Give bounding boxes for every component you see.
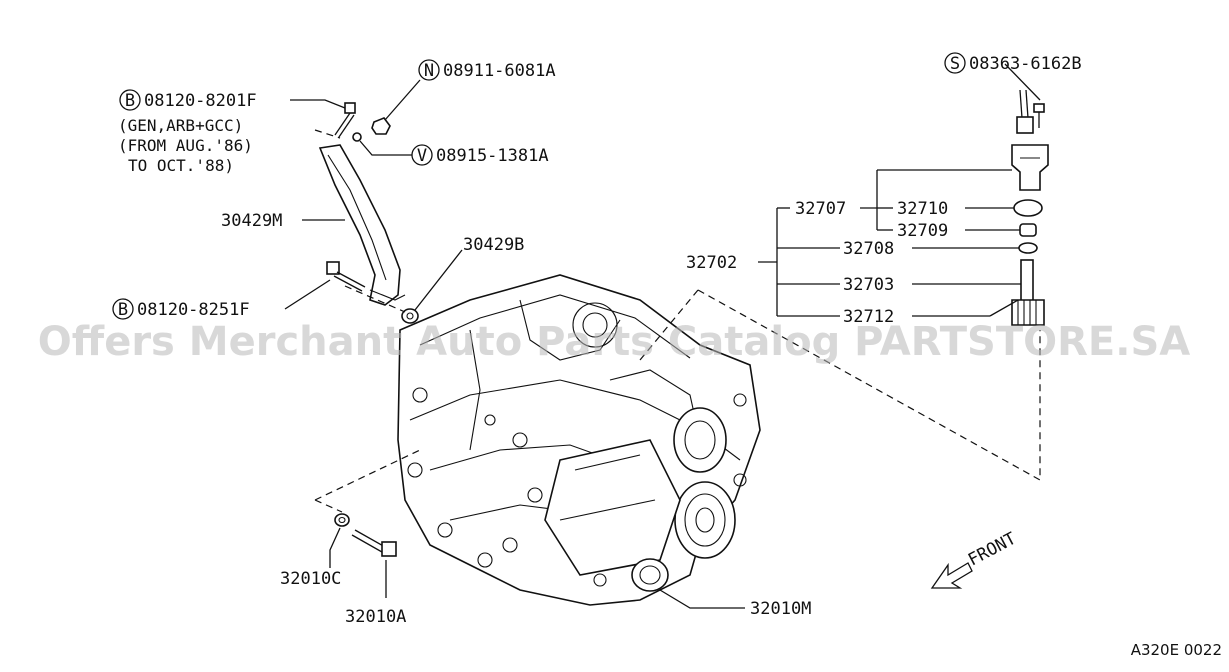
label-screw-right[interactable]: 08363-6162B xyxy=(969,54,1082,74)
label-seal-32709[interactable]: 32709 xyxy=(897,221,948,241)
label-plug-drain[interactable]: 32010A xyxy=(345,607,406,627)
badge-washer-top: V xyxy=(411,144,433,166)
screw-08363-6162b[interactable] xyxy=(1033,103,1045,128)
label-gear-32703[interactable]: 32703 xyxy=(843,275,894,295)
ring-32710[interactable] xyxy=(1013,199,1043,217)
label-ring-32710[interactable]: 32710 xyxy=(897,199,948,219)
badge-nut-top: N xyxy=(418,59,440,81)
washer-32010c[interactable] xyxy=(334,513,350,527)
badge-letter: N xyxy=(424,61,434,81)
label-washer-drain[interactable]: 32010C xyxy=(280,569,341,589)
watermark: Offers Merchant Auto Parts Catalog PARTS… xyxy=(38,319,1190,365)
sleeve-32707[interactable] xyxy=(1011,144,1049,191)
badge-letter: B xyxy=(118,300,128,320)
label-case[interactable]: 32010M xyxy=(750,599,811,619)
bracket-30429m[interactable] xyxy=(318,144,406,306)
label-nut-top[interactable]: 08911-6081A xyxy=(443,61,556,81)
front-label: FRONT xyxy=(965,529,1020,571)
leader-lines xyxy=(284,63,1041,609)
note-line-1: (GEN,ARB+GCC) xyxy=(118,116,243,135)
label-pin-32712[interactable]: 32712 xyxy=(843,307,894,327)
note-line-2: (FROM AUG.'86) xyxy=(118,136,253,155)
label-bracket[interactable]: 30429M xyxy=(221,211,282,231)
label-washer-bracket[interactable]: 30429B xyxy=(463,235,524,255)
front-arrow-icon xyxy=(930,562,973,589)
label-oring-32708[interactable]: 32708 xyxy=(843,239,894,259)
badge-screw-right: S xyxy=(944,52,966,74)
label-speedo-assy[interactable]: 32702 xyxy=(686,253,737,273)
label-sleeve[interactable]: 32707 xyxy=(795,199,846,219)
washer-30429b[interactable] xyxy=(401,308,419,324)
gear-32703[interactable] xyxy=(1011,259,1045,326)
label-bolt-top[interactable]: 08120-8201F xyxy=(144,91,257,111)
pin-32712[interactable] xyxy=(989,299,1019,317)
label-bolt-bracket[interactable]: 08120-8251F xyxy=(137,300,250,320)
note-line-3: TO OCT.'88) xyxy=(128,156,234,175)
washer-08915-1381a[interactable] xyxy=(352,132,362,142)
nut-08911-6081a[interactable] xyxy=(371,117,391,135)
badge-letter: B xyxy=(125,91,135,111)
transaxle-case[interactable] xyxy=(397,274,761,606)
bolt-08120-8201f[interactable] xyxy=(334,102,356,138)
diagram-code: A320E 0022 xyxy=(1131,641,1222,659)
drain-plug-32010a[interactable] xyxy=(351,529,397,557)
seal-32709[interactable] xyxy=(1019,223,1037,237)
speedo-cable xyxy=(1016,89,1034,134)
badge-bolt-bracket: B xyxy=(112,298,134,320)
badge-letter: V xyxy=(417,146,427,166)
reference-dashed-lines xyxy=(314,129,1041,513)
oring-32708[interactable] xyxy=(1018,242,1038,254)
label-washer-top[interactable]: 08915-1381A xyxy=(436,146,549,166)
badge-bolt-top: B xyxy=(119,89,141,111)
bolt-08120-8251f[interactable] xyxy=(326,261,366,292)
badge-letter: S xyxy=(950,54,960,74)
